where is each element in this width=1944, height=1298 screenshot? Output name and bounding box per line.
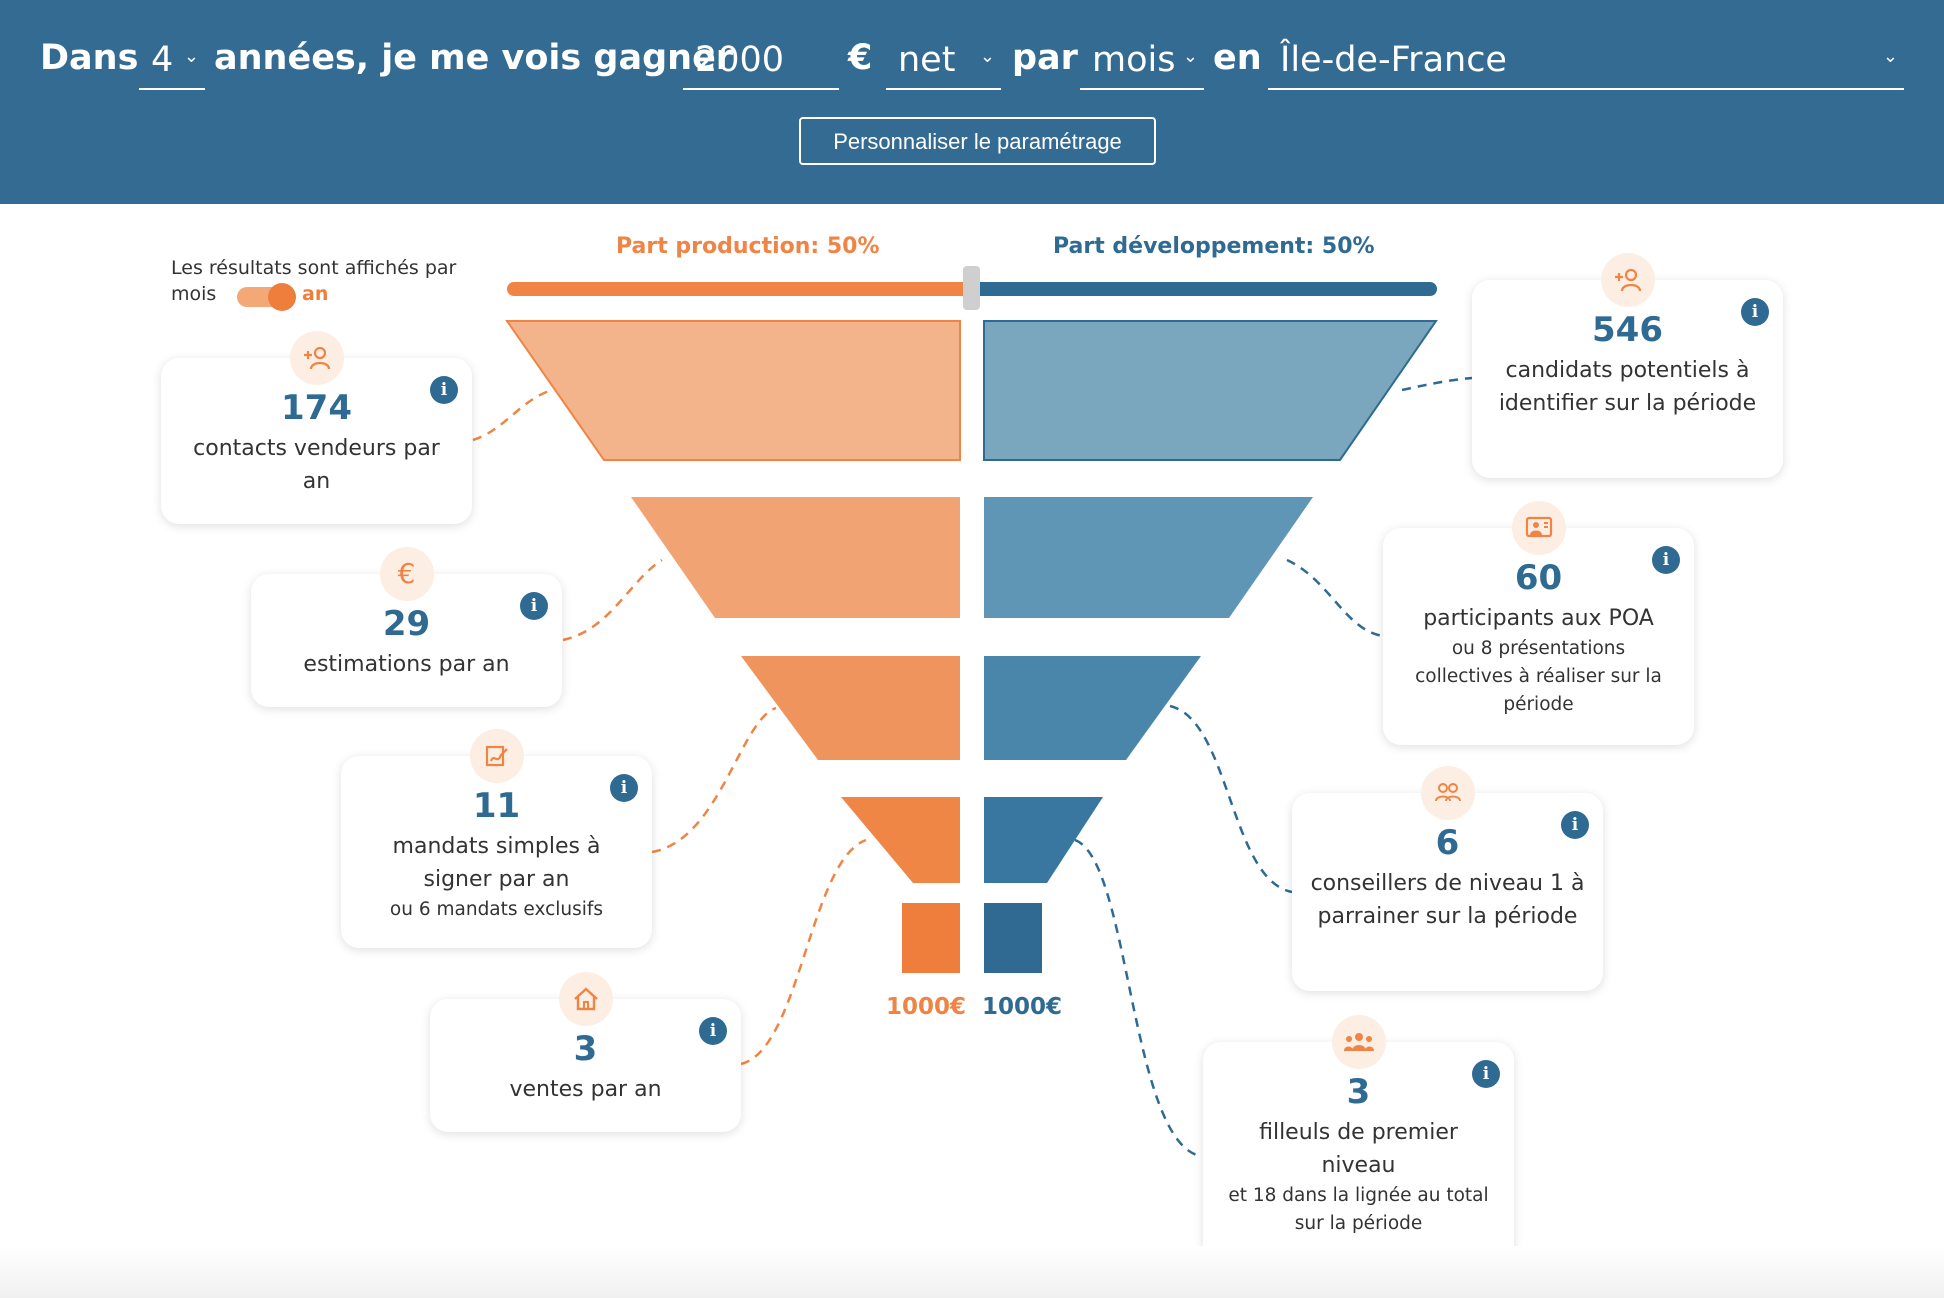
amount-value: 2000	[695, 40, 785, 80]
presentation-icon	[1511, 501, 1566, 555]
info-icon[interactable]: i	[1652, 546, 1680, 574]
card-value: 546	[1592, 310, 1663, 350]
page-bottom-fade	[0, 1246, 1944, 1298]
users-icon	[1420, 766, 1475, 820]
group-icon	[1331, 1015, 1386, 1069]
info-icon[interactable]: i	[699, 1017, 727, 1045]
period-select[interactable]: mois ⌄	[1080, 36, 1204, 90]
card-description: conseillers de niveau 1 à parrainer sur …	[1310, 871, 1585, 929]
production-card-ventes: i 3 ventes par an	[430, 972, 741, 1132]
currency-symbol: €	[848, 38, 873, 78]
card-subtext: ou 8 présentations collectives à réalise…	[1415, 638, 1662, 715]
development-connector-2	[1286, 558, 1384, 638]
development-connector-1	[1401, 376, 1473, 392]
info-icon[interactable]: i	[610, 774, 638, 802]
toggle-label-an[interactable]: an	[302, 283, 329, 305]
development-tier-5	[984, 903, 1042, 973]
add-user-icon	[289, 331, 344, 385]
development-tier-3	[984, 656, 1201, 760]
card-subtext: et 18 dans la lignée au total sur la pér…	[1228, 1185, 1489, 1234]
info-icon[interactable]: i	[1561, 811, 1589, 839]
card-value: 3	[1346, 1072, 1371, 1112]
toggle-caption: Les résultats sont affichés par	[171, 257, 457, 279]
development-connector-3	[1169, 704, 1293, 894]
production-share-bar[interactable]	[507, 282, 972, 296]
region-select[interactable]: Île-de-France ⌄	[1268, 36, 1904, 90]
production-card-estimations: € i 29 estimations par an	[251, 547, 562, 707]
add-user-icon	[1600, 253, 1655, 307]
production-card-contacts: i 174 contacts vendeurs par an	[161, 331, 472, 524]
development-amount: 1000€	[982, 994, 1063, 1020]
toggle-label-mois[interactable]: mois	[171, 283, 217, 305]
development-share-label: Part développement: 50%	[1053, 234, 1375, 259]
production-tier-1	[505, 320, 961, 461]
label-en: en	[1213, 38, 1262, 78]
net-select[interactable]: net ⌄	[886, 36, 1001, 90]
card-description: ventes par an	[509, 1077, 662, 1102]
info-icon[interactable]: i	[430, 376, 458, 404]
chevron-down-icon: ⌄	[1882, 46, 1898, 67]
development-tier-1	[983, 320, 1438, 461]
production-share-label: Part production: 50%	[616, 234, 880, 259]
share-slider-handle[interactable]	[963, 266, 980, 310]
development-card-participants: i 60 participants aux POA ou 8 présentat…	[1383, 501, 1694, 745]
label-years-phrase: années, je me vois gagner	[214, 38, 734, 78]
customize-settings-button[interactable]: Personnaliser le paramétrage	[799, 117, 1156, 165]
card-value: 60	[1514, 558, 1563, 598]
period-toggle-knob[interactable]	[268, 283, 296, 311]
chevron-down-icon: ⌄	[1182, 46, 1198, 67]
development-card-conseillers: i 6 conseillers de niveau 1 à parrainer …	[1292, 766, 1603, 991]
card-description: contacts vendeurs par an	[193, 436, 440, 494]
card-value: 174	[281, 388, 352, 428]
period-value: mois	[1092, 40, 1176, 80]
production-card-mandats: i 11 mandats simples à signer par an ou …	[341, 729, 652, 948]
house-icon	[558, 972, 613, 1026]
development-card-filleuls: i 3 filleuls de premier niveau et 18 dan…	[1203, 1015, 1514, 1266]
settings-header: Dans 4 ⌄ années, je me vois gagner 2000 …	[0, 0, 1944, 204]
production-amount: 1000€	[886, 994, 967, 1020]
info-icon[interactable]: i	[520, 592, 548, 620]
card-value: 11	[472, 786, 521, 826]
development-tier-2	[984, 497, 1313, 618]
years-select[interactable]: 4 ⌄	[139, 36, 205, 90]
euro-icon: €	[379, 547, 434, 601]
production-tier-5	[902, 903, 960, 973]
region-value: Île-de-France	[1280, 40, 1507, 80]
development-connector-4	[1074, 838, 1201, 1158]
production-connector-3	[651, 706, 777, 854]
net-value: net	[898, 40, 956, 80]
card-description: estimations par an	[303, 652, 510, 677]
card-value: 3	[573, 1029, 598, 1069]
amount-input[interactable]: 2000	[683, 36, 839, 90]
production-tier-3	[741, 656, 960, 760]
card-description: filleuls de premier niveau	[1259, 1120, 1458, 1178]
production-connector-1	[472, 388, 553, 442]
years-value: 4	[151, 40, 174, 80]
label-dans: Dans	[40, 38, 139, 78]
chevron-down-icon: ⌄	[183, 46, 199, 67]
signature-icon	[469, 729, 524, 783]
label-par: par	[1012, 38, 1078, 78]
development-tier-4	[984, 797, 1103, 883]
production-tier-4	[841, 797, 960, 883]
production-connector-4	[740, 838, 867, 1066]
development-share-bar[interactable]	[972, 282, 1437, 296]
info-icon[interactable]: i	[1472, 1060, 1500, 1088]
development-card-candidats: i 546 candidats potentiels à identifier …	[1472, 253, 1783, 478]
info-icon[interactable]: i	[1741, 298, 1769, 326]
card-subtext: ou 6 mandats exclusifs	[389, 899, 604, 920]
card-description: participants aux POA	[1423, 606, 1654, 631]
card-value: 29	[382, 604, 431, 644]
production-connector-2	[562, 558, 663, 642]
production-tier-2	[631, 497, 960, 618]
card-description: mandats simples à signer par an	[392, 834, 601, 892]
card-description: candidats potentiels à identifier sur la…	[1498, 358, 1757, 416]
card-value: 6	[1435, 823, 1460, 863]
chevron-down-icon: ⌄	[979, 46, 995, 67]
